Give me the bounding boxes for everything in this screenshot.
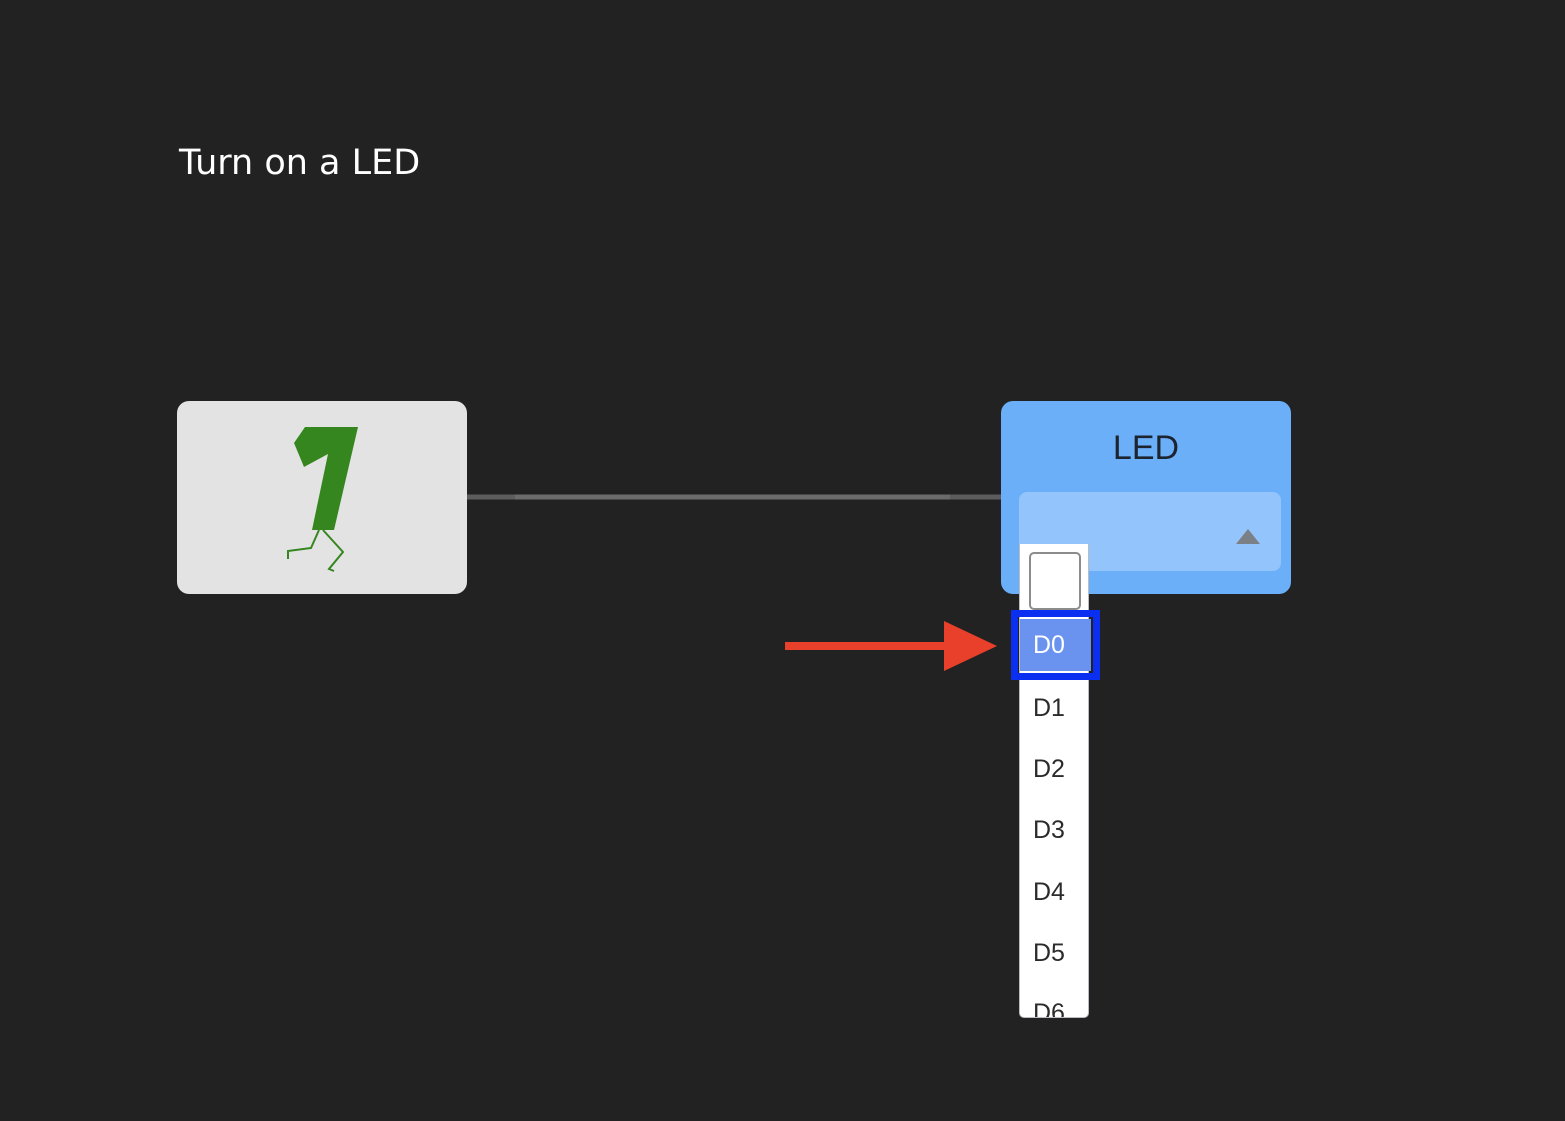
option-d6[interactable]: D6 — [1033, 999, 1065, 1018]
highlighted-option-d0[interactable]: D0 — [1020, 619, 1091, 671]
option-d2[interactable]: D2 — [1033, 755, 1065, 783]
selected-option-highlight: D0 — [1011, 610, 1100, 680]
option-d5[interactable]: D5 — [1033, 939, 1065, 967]
led-block[interactable]: LED — [1001, 401, 1291, 594]
caret-up-icon[interactable] — [1236, 529, 1260, 544]
annotation-arrow-icon — [785, 621, 997, 671]
page-title: Turn on a LED — [179, 143, 421, 183]
led-block-title: LED — [1112, 429, 1180, 467]
value-block[interactable] — [177, 401, 467, 594]
option-d3[interactable]: D3 — [1033, 816, 1065, 844]
option-d4[interactable]: D4 — [1033, 878, 1065, 906]
walking-one-icon — [287, 427, 358, 572]
option-d1[interactable]: D1 — [1033, 694, 1065, 722]
option-blank[interactable] — [1029, 552, 1081, 610]
